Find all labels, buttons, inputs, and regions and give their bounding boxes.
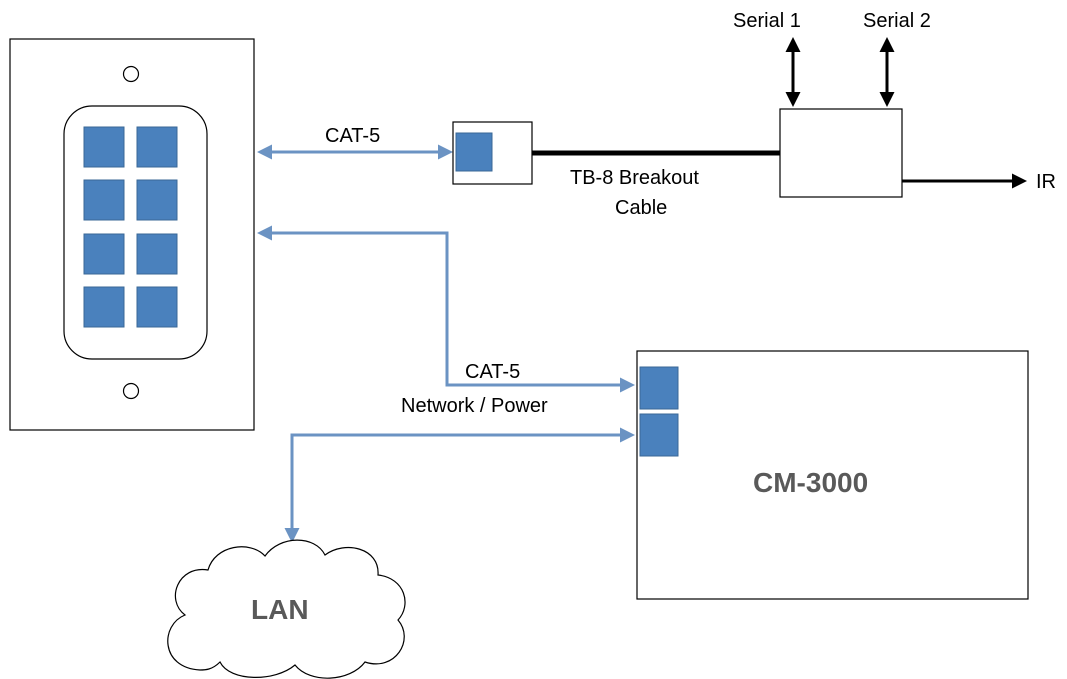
cm3000-box (636, 350, 1029, 600)
keypad-buttons (83, 126, 178, 328)
cm3000-controller: CM-3000 (636, 350, 1029, 600)
keypad-button[interactable] (83, 233, 125, 275)
cm3000-port-lan (639, 413, 679, 457)
keypad-button[interactable] (136, 179, 178, 221)
cat5-bottom-label: CAT-5 (465, 361, 520, 383)
breakout-label-line1: TB-8 Breakout (570, 167, 699, 189)
bottom-screw (122, 382, 140, 400)
network-power-label: Network / Power (401, 395, 548, 417)
keypad-button[interactable] (83, 179, 125, 221)
serial1-label: Serial 1 (733, 10, 801, 32)
lan-label: LAN (251, 594, 309, 625)
breakout-label-line2: Cable (615, 197, 667, 219)
connector-port (455, 132, 493, 172)
lan-cloud: LAN (167, 539, 406, 679)
keypad-button[interactable] (136, 286, 178, 328)
serial2-label: Serial 2 (863, 10, 931, 32)
cm3000-label: CM-3000 (753, 467, 868, 498)
keypad-button[interactable] (136, 126, 178, 168)
breakout-box (779, 108, 903, 198)
cloud-icon (167, 539, 406, 679)
lan-link (284, 427, 635, 543)
keypad-button[interactable] (136, 233, 178, 275)
cat5-network-power-link (257, 225, 635, 393)
keypad-button[interactable] (83, 286, 125, 328)
wall-keypad (9, 38, 255, 431)
cat5-top-label: CAT-5 (325, 125, 380, 147)
breakout-connector (452, 121, 533, 185)
ir-label: IR (1036, 171, 1056, 193)
keypad-button[interactable] (83, 126, 125, 168)
top-screw (122, 65, 140, 83)
cm3000-port-power (639, 366, 679, 410)
